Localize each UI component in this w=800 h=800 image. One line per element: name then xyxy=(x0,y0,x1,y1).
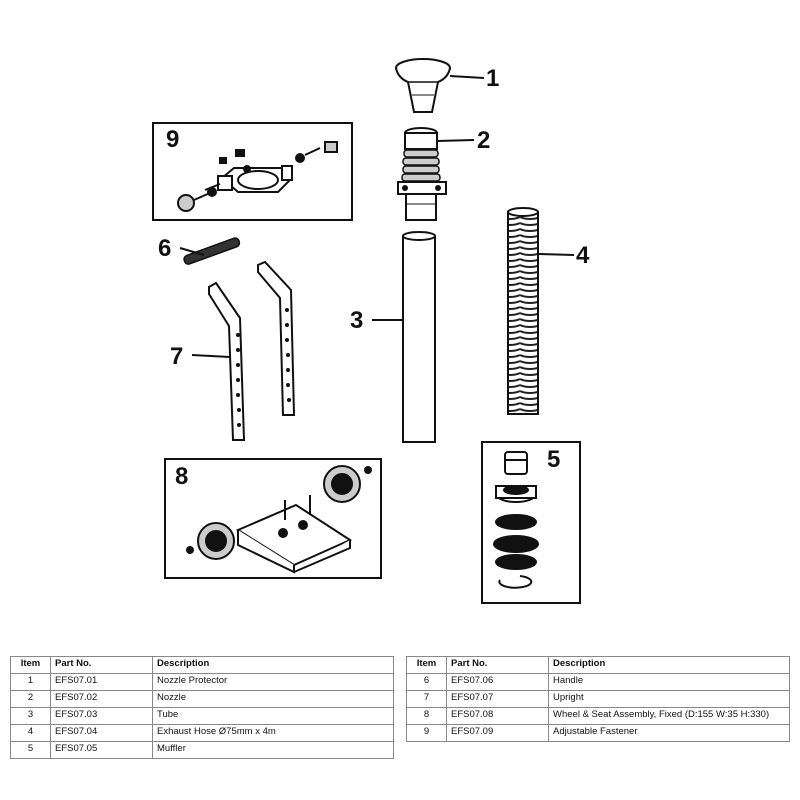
column-header-part-no: Part No. xyxy=(446,656,549,674)
part-3-tube xyxy=(402,231,436,443)
description-cell: Muffler xyxy=(152,741,394,759)
part-no-cell: EFS07.07 xyxy=(446,690,549,708)
description-cell: Nozzle xyxy=(152,690,394,708)
part-7-upright-left xyxy=(208,281,246,441)
callout-7: 7 xyxy=(170,343,183,370)
callout-6: 6 xyxy=(158,235,171,262)
description-cell: Nozzle Protector xyxy=(152,673,394,691)
part-no-cell: EFS07.06 xyxy=(446,673,549,691)
callout-9: 9 xyxy=(166,126,179,153)
part-no-cell: EFS07.04 xyxy=(50,724,153,742)
part-no-cell: EFS07.01 xyxy=(50,673,153,691)
part-7-upright-right xyxy=(257,260,296,416)
table-row: 9 EFS07.09 Adjustable Fastener xyxy=(406,724,790,742)
item-cell: 2 xyxy=(10,690,51,708)
part-9-adjustable-fastener xyxy=(177,141,338,212)
exploded-parts-diagram: 1 2 3 4 xyxy=(152,58,590,604)
item-cell: 9 xyxy=(406,724,447,742)
column-header-description: Description xyxy=(548,656,790,674)
column-header-description: Description xyxy=(152,656,394,674)
callout-3: 3 xyxy=(350,307,363,334)
part-6-handle xyxy=(183,237,241,265)
part-no-cell: EFS07.05 xyxy=(50,741,153,759)
table-row: 2 EFS07.02 Nozzle xyxy=(10,690,394,708)
table-row: 7 EFS07.07 Upright xyxy=(406,690,790,708)
description-cell: Tube xyxy=(152,707,394,725)
part-8-wheel-seat-assembly xyxy=(186,465,372,574)
description-cell: Upright xyxy=(548,690,790,708)
item-cell: 7 xyxy=(406,690,447,708)
parts-table-right: Item Part No. Description 6 EFS07.06 Han… xyxy=(406,656,790,742)
callout-5: 5 xyxy=(547,446,560,473)
part-no-cell: EFS07.03 xyxy=(50,707,153,725)
item-cell: 5 xyxy=(10,741,51,759)
table-row: 3 EFS07.03 Tube xyxy=(10,707,394,725)
parts-table-left: Item Part No. Description 1 EFS07.01 Noz… xyxy=(10,656,394,759)
part-no-cell: EFS07.02 xyxy=(50,690,153,708)
column-header-item: Item xyxy=(406,656,447,674)
table-row: 5 EFS07.05 Muffler xyxy=(10,741,394,759)
part-no-cell: EFS07.08 xyxy=(446,707,549,725)
callout-1: 1 xyxy=(486,65,499,92)
part-9-box xyxy=(152,122,353,221)
part-no-cell: EFS07.09 xyxy=(446,724,549,742)
table-header-row: Item Part No. Description xyxy=(406,656,790,674)
item-cell: 6 xyxy=(406,673,447,691)
callout-4: 4 xyxy=(576,242,590,269)
table-row: 1 EFS07.01 Nozzle Protector xyxy=(10,673,394,691)
item-cell: 8 xyxy=(406,707,447,725)
part-5-muffler xyxy=(493,451,539,589)
table-row: 6 EFS07.06 Handle xyxy=(406,673,790,691)
item-cell: 3 xyxy=(10,707,51,725)
table-row: 8 EFS07.08 Wheel & Seat Assembly, Fixed … xyxy=(406,707,790,725)
item-cell: 1 xyxy=(10,673,51,691)
part-2-nozzle xyxy=(397,127,447,221)
description-cell: Adjustable Fastener xyxy=(548,724,790,742)
table-header-row: Item Part No. Description xyxy=(10,656,394,674)
item-cell: 4 xyxy=(10,724,51,742)
part-8-box xyxy=(164,458,382,579)
table-row: 4 EFS07.04 Exhaust Hose Ø75mm x 4m xyxy=(10,724,394,742)
callout-2: 2 xyxy=(477,127,490,154)
description-cell: Handle xyxy=(548,673,790,691)
description-cell: Wheel & Seat Assembly, Fixed (D:155 W:35… xyxy=(548,707,790,725)
column-header-item: Item xyxy=(10,656,51,674)
description-cell: Exhaust Hose Ø75mm x 4m xyxy=(152,724,394,742)
part-1-nozzle-protector xyxy=(395,58,451,113)
callout-8: 8 xyxy=(175,463,188,490)
column-header-part-no: Part No. xyxy=(50,656,153,674)
part-5-box xyxy=(481,441,581,604)
part-4-exhaust-hose xyxy=(507,207,539,415)
